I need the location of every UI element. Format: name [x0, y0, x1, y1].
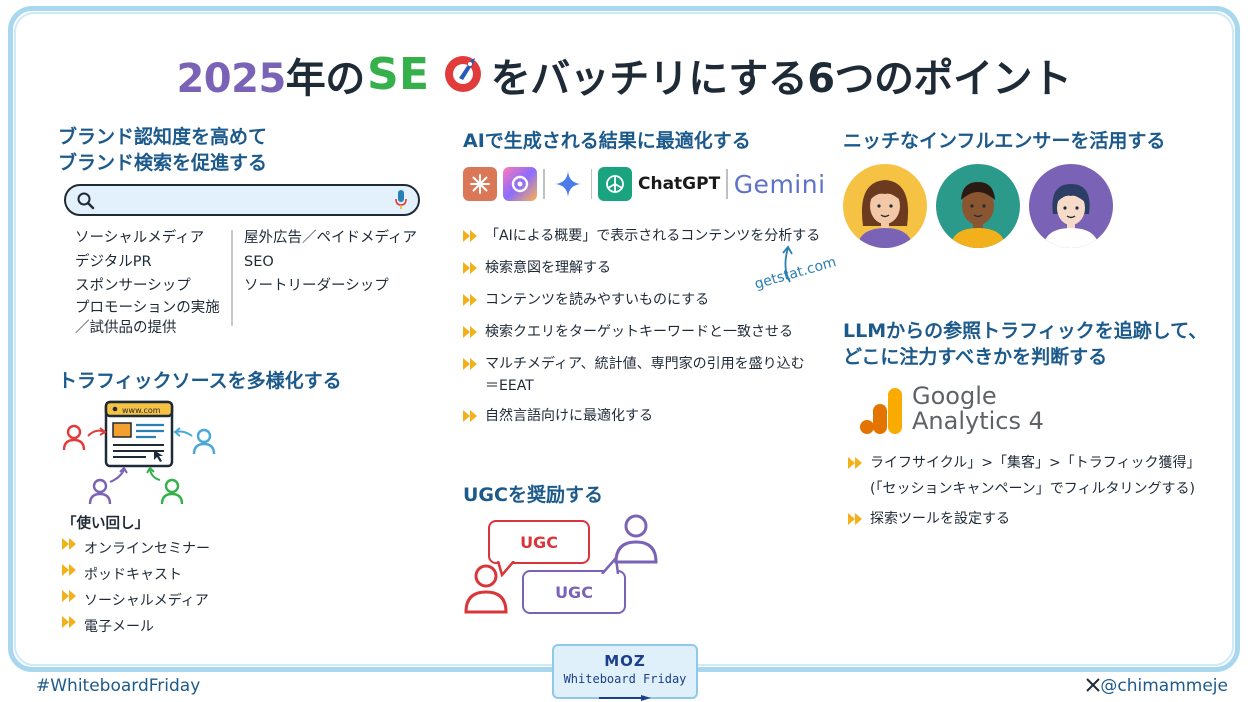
- arrow-bullet-icon: [62, 616, 76, 628]
- person-icon: [614, 514, 658, 564]
- svg-text:S: S: [367, 50, 398, 96]
- gemini-label: Gemini: [733, 169, 826, 199]
- ai-separator: [543, 169, 545, 199]
- arrow-bullet-icon: [463, 326, 477, 338]
- avatar: [843, 164, 927, 248]
- brand-right-item: SEO: [244, 254, 274, 270]
- arrow-bullet-icon: [463, 358, 477, 370]
- list-item: マルチメディア、統計値、専門家の引用を盛り込む＝EEAT: [463, 353, 820, 397]
- microphone-icon: [395, 190, 407, 209]
- gemini-star-icon: [551, 167, 585, 201]
- copilot-icon: [503, 167, 537, 201]
- list-item: ソーシャルメディア: [62, 588, 210, 614]
- list-item: 探索ツールを設定する: [848, 506, 1200, 532]
- ga-line1: Google: [912, 382, 997, 410]
- search-icon: [77, 192, 95, 210]
- llm-heading-line2: どこに注力すべきかを判断する: [843, 346, 1108, 368]
- ga-line2: Analytics 4: [912, 407, 1044, 435]
- arrow-bullet-icon: [463, 262, 477, 274]
- claude-icon: [463, 167, 497, 201]
- ai-separator: [590, 169, 592, 199]
- google-analytics-logo-icon: [860, 388, 902, 434]
- list-item: 検索クエリをターゲットキーワードと一致させる: [463, 316, 820, 348]
- arrow-bullet-icon: [62, 538, 76, 550]
- list-item: 自然言語向けに最適化する: [463, 400, 820, 432]
- brand-list-divider: [231, 230, 233, 326]
- page-title: 2025年の S E をバッチリにする6つのポイント: [0, 46, 1248, 106]
- person-icon: [88, 478, 112, 505]
- google-analytics-wordmark: Google Analytics 4: [912, 384, 1044, 434]
- x-handle-link[interactable]: @chimammeje: [1086, 676, 1228, 696]
- arrow-bullet-icon: [463, 230, 477, 242]
- list-item: 「AIによる概要」で表示されるコンテンツを分析する: [463, 220, 820, 252]
- avatar: [936, 164, 1020, 248]
- brand-left-item: ソーシャルメディア: [75, 230, 205, 246]
- person-icon: [62, 424, 86, 451]
- brand-right-item: ソートリーダーシップ: [244, 278, 389, 294]
- moz-sub-label: Whiteboard Friday: [563, 672, 687, 686]
- ai-tools-row: ChatGPT Gemini: [463, 166, 826, 202]
- brand-left-list: ソーシャルメディア デジタルPR スポンサーシップ プロモーションの実施 ／試供…: [75, 226, 220, 338]
- browser-url-text: www.com: [122, 406, 161, 415]
- chatgpt-label: ChatGPT: [638, 174, 721, 194]
- llm-heading: LLMからの参照トラフィックを追跡して、 どこに注力すべきかを判断する: [843, 318, 1207, 370]
- traffic-heading: トラフィックソースを多様化する: [58, 370, 342, 392]
- reuse-list: オンラインセミナー ポッドキャスト ソーシャルメディア 電子メール: [62, 536, 210, 640]
- title-year: 2025: [176, 56, 286, 102]
- list-item: オンラインセミナー: [62, 536, 210, 562]
- moz-whiteboard-friday-badge: MOZ Whiteboard Friday: [552, 644, 698, 701]
- rocket-icon: [452, 58, 475, 84]
- title-nen-no: 年の: [285, 56, 366, 102]
- x-logo-icon: [1086, 678, 1101, 692]
- brand-right-item: 屋外広告／ペイドメディア: [244, 230, 417, 246]
- seo-logo: S E: [367, 49, 489, 106]
- hashtag-link[interactable]: #WhiteboardFriday: [36, 676, 201, 696]
- brand-heading-line1: ブランド認知度を高めて: [58, 126, 268, 148]
- arrow-bullet-icon: [463, 410, 477, 422]
- avatar: [1029, 164, 1113, 248]
- person-icon: [160, 478, 184, 505]
- ugc-bubble-purple: UGC: [522, 570, 626, 614]
- getstat-arrow: [782, 245, 793, 283]
- list-item: コンテンツを読みやすいものにする: [463, 284, 820, 316]
- traffic-sources-illustration: www.com: [62, 400, 216, 505]
- svg-text:E: E: [399, 50, 429, 96]
- search-bar-illustration: [64, 184, 420, 216]
- brand-heading-line2: ブランド検索を促進する: [58, 152, 268, 174]
- title-rest: をバッチリにする6つのポイント: [490, 56, 1072, 102]
- list-item: (「セッションキャンペーン」でフィルタリングする): [870, 481, 1195, 497]
- ugc-bubble-tail-red: [496, 561, 515, 577]
- list-item: ライフサイクル」>「集客」>「トラフィック獲得」: [848, 450, 1200, 476]
- brand-left-item: デジタルPR: [75, 254, 152, 270]
- ai-heading: AIで生成される結果に最適化する: [463, 130, 751, 152]
- list-item: 検索意図を理解する: [463, 252, 820, 284]
- ugc-bubble-red: UGC: [488, 520, 590, 564]
- arrow-bullet-icon: [62, 564, 76, 576]
- arrow-bullet-icon: [463, 294, 477, 306]
- moz-logo: MOZ: [604, 652, 646, 670]
- niche-heading: ニッチなインフルエンサーを活用する: [843, 130, 1166, 152]
- brand-heading: ブランド認知度を高めて ブランド検索を促進する: [58, 124, 267, 176]
- person-icon: [464, 564, 508, 614]
- list-item: 電子メール: [62, 614, 210, 640]
- arrow-bullet-icon: [62, 590, 76, 602]
- brand-left-item: スポンサーシップ: [75, 278, 191, 294]
- ai-list: 「AIによる概要」で表示されるコンテンツを分析する 検索意図を理解する コンテン…: [463, 220, 820, 432]
- llm-heading-line1: LLMからの参照トラフィックを追跡して、: [843, 320, 1208, 342]
- reuse-label: 「使い回し」: [62, 516, 149, 532]
- openai-icon: [598, 167, 632, 201]
- arrow-bullet-icon: [848, 457, 862, 469]
- list-item: ポッドキャスト: [62, 562, 210, 588]
- browser-window-icon: www.com: [104, 400, 174, 468]
- brand-left-item: ／試供品の提供: [75, 320, 177, 336]
- ugc-heading: UGCを奨励する: [463, 484, 603, 506]
- person-icon: [192, 428, 216, 455]
- brand-right-list: 屋外広告／ペイドメディア SEO ソートリーダーシップ: [244, 226, 417, 298]
- arrow-bullet-icon: [848, 513, 862, 525]
- brand-left-item: プロモーションの実施: [75, 300, 220, 316]
- ai-separator: [726, 169, 728, 199]
- llm-list: ライフサイクル」>「集客」>「トラフィック獲得」 (「セッションキャンペーン」で…: [848, 450, 1200, 532]
- marker-underline-icon: [599, 695, 651, 701]
- x-handle-text: @chimammeje: [1100, 676, 1228, 696]
